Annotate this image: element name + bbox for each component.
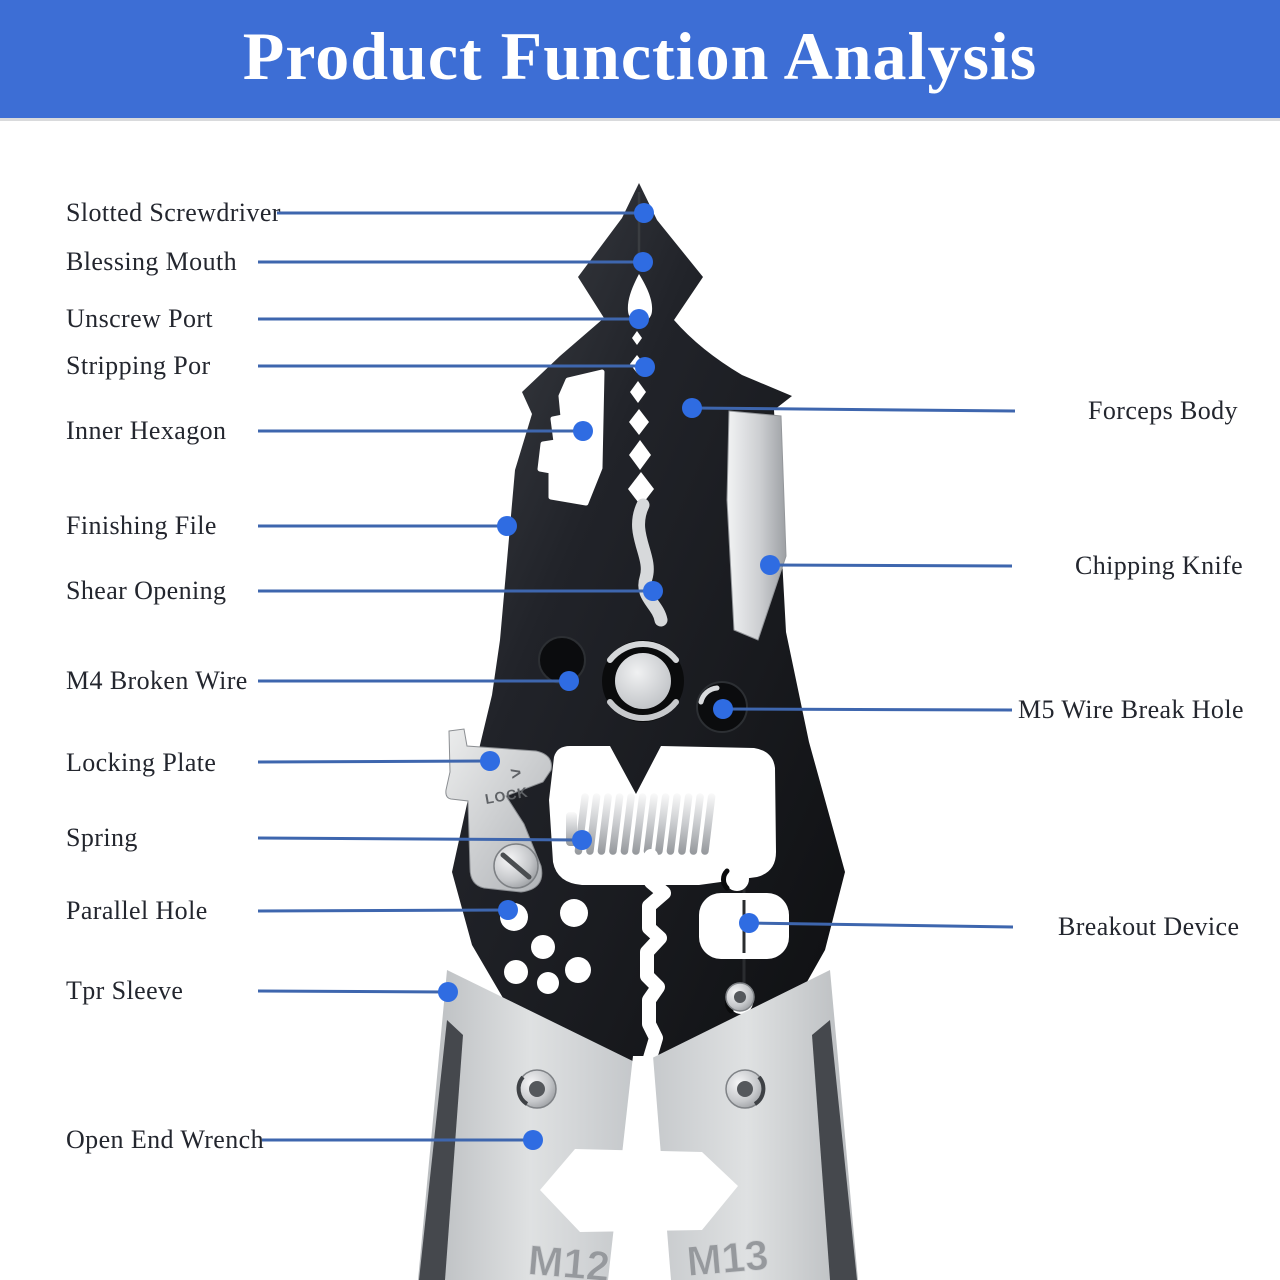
- lock-screw: [493, 843, 539, 889]
- label-parallel-hole: Parallel Hole: [66, 896, 208, 925]
- label-stripping-port: Stripping Por: [66, 351, 211, 380]
- callout-parallel-hole: [257, 900, 518, 920]
- banner-divider: [0, 118, 1280, 121]
- blessing-mouth-hole: [627, 274, 653, 323]
- m12-engraving: M12: [526, 1236, 611, 1280]
- tool-illustration: > LOCK: [418, 183, 858, 1280]
- lock-arrow-engraving: >: [509, 762, 523, 784]
- callout-open-end-wrench: [262, 1130, 543, 1150]
- label-locking-plate: Locking Plate: [66, 748, 217, 777]
- label-shear-opening: Shear Opening: [66, 576, 227, 605]
- m13-engraving: M13: [685, 1231, 770, 1280]
- label-inner-hexagon: Inner Hexagon: [66, 416, 227, 445]
- handle-rivet-left: [516, 1069, 557, 1109]
- callout-lines: [257, 203, 1016, 1150]
- handle-rivet-right: [725, 1069, 766, 1109]
- callout-m4-broken-wire: [258, 671, 579, 691]
- callout-chipping-knife: [760, 555, 1013, 575]
- lock-engraving: LOCK: [484, 784, 530, 807]
- pivot-bolt: [602, 640, 684, 722]
- shear-opening-curve: [632, 498, 668, 627]
- label-m4-broken-wire: M4 Broken Wire: [66, 666, 248, 695]
- title-banner: Product Function Analysis: [0, 0, 1280, 118]
- label-slotted-screwdriver: Slotted Screwdriver: [66, 198, 281, 227]
- callout-tpr-sleeve: [257, 982, 458, 1002]
- label-forceps-body: Forceps Body: [1088, 396, 1238, 425]
- callout-unscrew-port: [258, 309, 649, 329]
- label-tpr-sleeve: Tpr Sleeve: [66, 976, 184, 1005]
- callout-forceps-body: [682, 398, 1016, 418]
- label-spring: Spring: [66, 823, 138, 852]
- callout-slotted-screwdriver: [277, 203, 654, 223]
- callout-m5-wire-break-hole: [713, 699, 1013, 719]
- callout-blessing-mouth: [258, 252, 653, 272]
- chipping-knife-blade: [726, 410, 787, 641]
- page-title: Product Function Analysis: [242, 18, 1038, 94]
- callout-locking-plate: [257, 751, 500, 771]
- center-slot: [640, 849, 671, 1065]
- head-rivet-small: [725, 982, 755, 1012]
- callout-shear-opening: [258, 581, 663, 601]
- inner-hexagon-cutout: [537, 369, 605, 506]
- label-blessing-mouth: Blessing Mouth: [66, 247, 238, 276]
- label-finishing-file: Finishing File: [66, 511, 217, 540]
- spring-coil: [566, 793, 716, 855]
- callout-breakout-device: [739, 913, 1014, 933]
- label-open-end-wrench: Open End Wrench: [66, 1125, 264, 1154]
- label-unscrew-port: Unscrew Port: [66, 304, 214, 333]
- callout-spring: [257, 830, 592, 850]
- label-m5-wire-break-hole: M5 Wire Break Hole: [1018, 695, 1244, 724]
- callout-finishing-file: [258, 516, 517, 536]
- open-end-wrench-cutout: [540, 1149, 738, 1232]
- label-chipping-knife: Chipping Knife: [1075, 551, 1244, 580]
- label-breakout-device: Breakout Device: [1058, 912, 1240, 941]
- callout-inner-hexagon: [258, 421, 593, 441]
- callout-stripping-port: [258, 357, 655, 377]
